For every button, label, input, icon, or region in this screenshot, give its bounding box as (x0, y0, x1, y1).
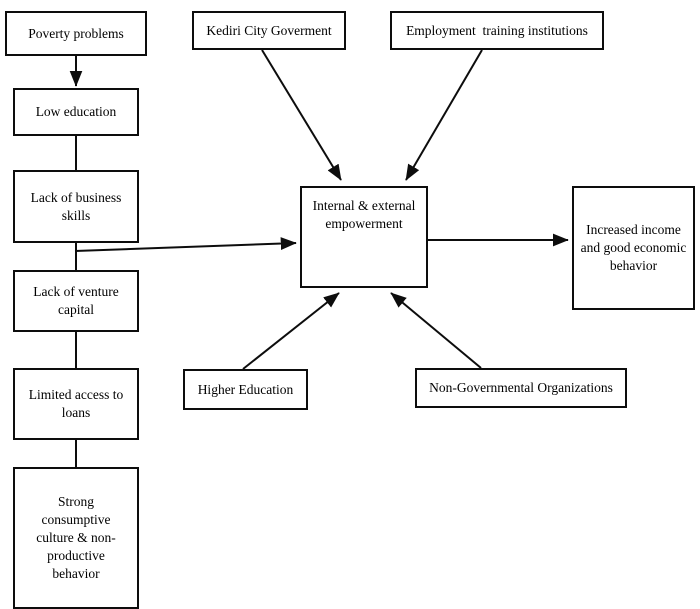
node-low-education[interactable]: Low education (13, 88, 139, 136)
edge-kediri-to-empowerment (261, 49, 342, 181)
node-lack-of-business-skills[interactable]: Lack of business skills (13, 170, 139, 243)
node-increased-income[interactable]: Increased income and good economic behav… (572, 186, 695, 310)
node-internal-external-empowerment[interactable]: Internal & external empowerment (300, 186, 428, 288)
edge-training-to-empowerment (405, 49, 483, 181)
node-label-limited-access-to-loans: Limited access to loans (28, 387, 124, 420)
node-strong-consumptive-culture[interactable]: Strong consumptive culture & non- produc… (13, 467, 139, 609)
node-label-internal-external-empowerment: Internal & external empowerment (312, 198, 416, 231)
node-poverty-problems[interactable]: Poverty problems (5, 11, 147, 56)
node-label-increased-income: Increased income and good economic behav… (580, 222, 687, 273)
node-label-employment-training-institutions: Employment training institutions (406, 22, 588, 38)
node-label-strong-consumptive-culture: Strong consumptive culture & non- produc… (36, 494, 116, 581)
node-limited-access-to-loans[interactable]: Limited access to loans (13, 368, 139, 440)
node-employment-training-institutions[interactable]: Employment training institutions (390, 11, 604, 50)
edge-ngo-to-empowerment (390, 292, 482, 369)
node-label-lack-of-venture-capital: Lack of venture capital (33, 284, 119, 317)
edge-left-chain-to-empowerment (74, 237, 297, 252)
node-non-governmental-organizations[interactable]: Non-Governmental Organizations (415, 368, 627, 408)
node-lack-of-venture-capital[interactable]: Lack of venture capital (13, 270, 139, 332)
node-label-poverty-problems: Poverty problems (28, 25, 124, 41)
node-higher-education[interactable]: Higher Education (183, 369, 308, 410)
edge-higher-education-to-empowerment (242, 292, 340, 370)
node-kediri-city-goverment[interactable]: Kediri City Goverment (192, 11, 346, 50)
node-label-lack-of-business-skills: Lack of business skills (30, 189, 122, 223)
node-label-low-education: Low education (35, 104, 117, 120)
node-label-non-governmental-organizations: Non-Governmental Organizations (429, 380, 613, 396)
node-label-higher-education: Higher Education (197, 381, 294, 397)
node-label-kediri-city-goverment: Kediri City Goverment (206, 22, 332, 38)
